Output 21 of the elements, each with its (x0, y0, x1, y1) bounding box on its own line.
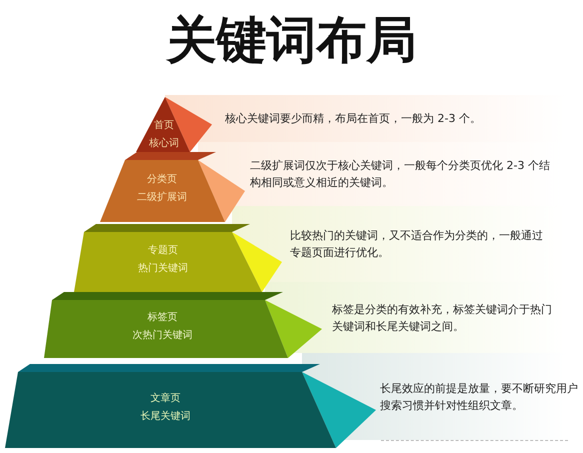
description-text: 长尾效应的前提是放量，要不断研究用户搜索习惯并针对性组织文章。 (380, 381, 579, 414)
title: 关键词布局 (164, 9, 418, 71)
description-text: 核心关键词要少而精，布局在首页，一般为 2-3 个。 (225, 111, 482, 127)
keyword-type-label: 长尾关键词 (139, 410, 192, 424)
page-type-label: 首页 (153, 118, 175, 132)
description-text: 比较热门的关键词，又不适合作为分类的，一般通过专题页面进行优化。 (290, 228, 544, 261)
page-type-label: 文章页 (149, 392, 182, 406)
description-text: 二级扩展词仅次于核心关键词，一般每个分类页优化 2-3 个结构相同或意义相近的关键词。 (250, 158, 550, 191)
pyramid-tier (136, 97, 212, 152)
pyramid-tier (5, 364, 376, 448)
page-type-label: 标签页 (146, 311, 178, 325)
keyword-type-label: 二级扩展词 (136, 191, 188, 205)
pyramid-tier (100, 152, 245, 222)
pyramid-tier (44, 292, 322, 358)
keyword-type-label: 次热门关键词 (131, 329, 194, 343)
keyword-type-label: 热门关键词 (137, 262, 189, 276)
pyramid-tier (74, 224, 282, 292)
page-type-label: 分类页 (146, 173, 178, 187)
page-type-label: 专题页 (147, 244, 179, 258)
description-text: 标签是分类的有效补充，标签关键词介于热门关键词和长尾关键词之间。 (332, 302, 553, 335)
keyword-type-label: 核心词 (148, 136, 180, 150)
